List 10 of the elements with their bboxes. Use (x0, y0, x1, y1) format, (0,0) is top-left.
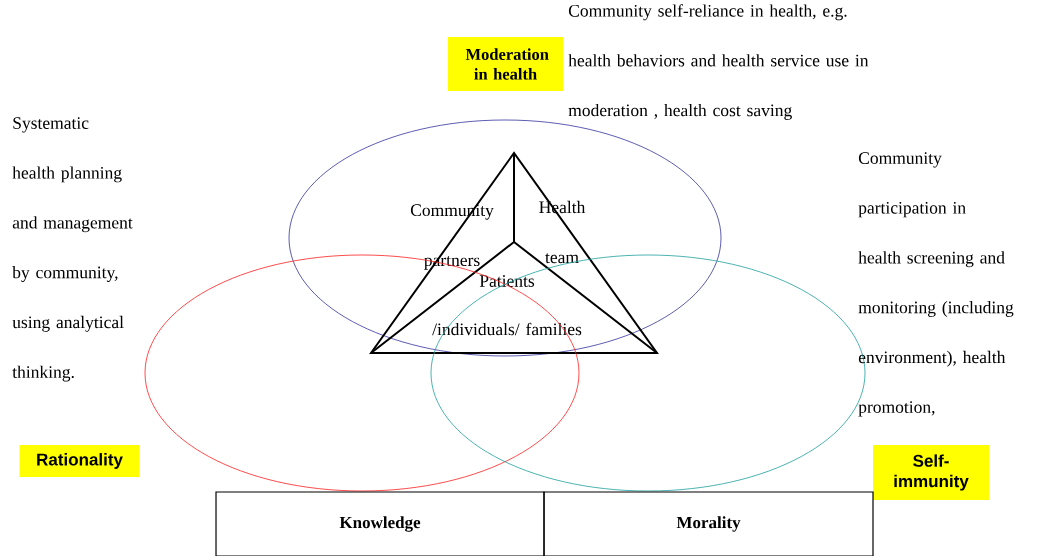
table-cell: Morality (543, 491, 874, 556)
highlight-box: Self-immunity (873, 445, 989, 500)
paragraph: Community self-reliance in health, e.g. health behaviors and health service use in moderation , health cost saving (568, 4, 869, 120)
ellipse (144, 254, 580, 492)
table-cell: Knowledge (215, 491, 545, 556)
highlight-box: Rationality (19, 445, 140, 477)
highlight-box: Moderation in health (448, 37, 563, 91)
ellipse (288, 119, 722, 357)
paragraph: Community participation in health screening and monitoring (including environment), health promotion, (858, 152, 1014, 417)
paragraph: Systematic health planning and management by community, using analytical thinking. (12, 117, 133, 382)
